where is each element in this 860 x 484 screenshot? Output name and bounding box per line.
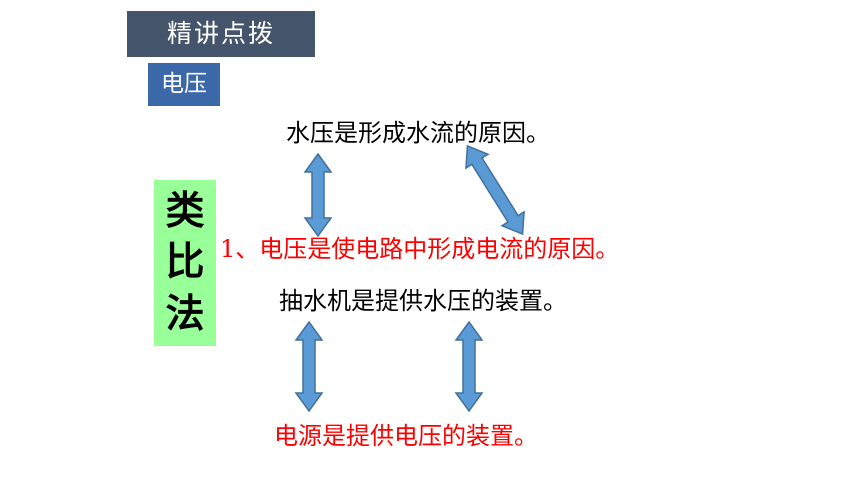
pump-statement: 抽水机是提供水压的装置。 — [279, 287, 567, 315]
double-arrow-icon — [303, 152, 333, 238]
method-char-3: 法 — [165, 291, 205, 337]
method-char-2: 比 — [165, 240, 205, 286]
section-tag: 电压 — [148, 63, 220, 106]
method-label-box: 类 比 法 — [154, 180, 216, 346]
power-source-statement: 电源是提供电压的装置。 — [274, 422, 538, 450]
double-arrow-icon — [465, 144, 525, 236]
double-arrow-icon — [294, 320, 324, 413]
double-arrow-icon — [454, 320, 484, 413]
header-title: 精讲点拨 — [127, 11, 315, 57]
voltage-cause-statement: 1、电压是使电路中形成电流的原因。 — [220, 235, 620, 263]
method-char-1: 类 — [165, 189, 205, 235]
water-pressure-statement: 水压是形成水流的原因。 — [286, 119, 550, 147]
